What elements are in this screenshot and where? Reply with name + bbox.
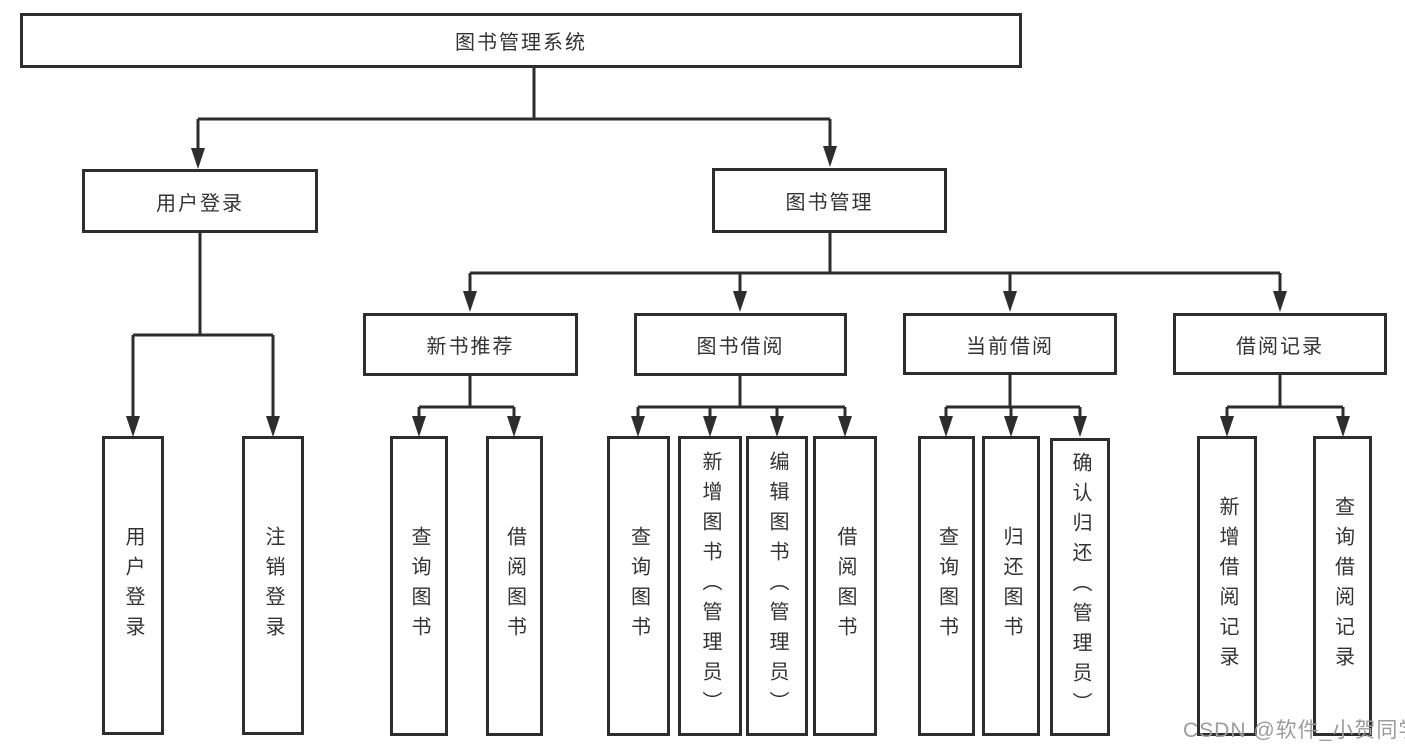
leaf-borrowing-add-books-admin: 新增图书（管理员） xyxy=(678,436,742,736)
leaf-records-add-record: 新增借阅记录 xyxy=(1197,436,1257,736)
leaf-logout: 注销登录 xyxy=(242,436,304,735)
leaf-newbooks-borrow-books: 借阅图书 xyxy=(486,436,543,736)
leaf-borrowing-borrow-books: 借阅图书 xyxy=(813,436,877,736)
leaf-current-confirm-return-admin: 确认归还（管理员） xyxy=(1050,438,1110,736)
node-current-borrowing: 当前借阅 xyxy=(903,313,1117,375)
node-new-book-recommendation-label: 新书推荐 xyxy=(426,336,515,358)
node-user-login-label: 用户登录 xyxy=(156,192,244,215)
leaf-user-login: 用户登录 xyxy=(102,436,164,735)
node-book-borrowing: 图书借阅 xyxy=(634,313,847,376)
leaf-current-return-books: 归还图书 xyxy=(982,436,1040,736)
leaf-borrowing-edit-books-admin: 编辑图书（管理员） xyxy=(746,436,808,736)
leaf-records-query-record: 查询借阅记录 xyxy=(1313,436,1372,736)
leaf-borrowing-query-books: 查询图书 xyxy=(607,436,670,736)
node-user-login: 用户登录 xyxy=(82,169,318,233)
arrowheads xyxy=(126,146,1350,437)
node-current-borrowing-label: 当前借阅 xyxy=(966,335,1054,358)
node-borrowing-records: 借阅记录 xyxy=(1173,313,1387,375)
node-borrowing-records-label: 借阅记录 xyxy=(1236,335,1324,358)
node-book-management-label: 图书管理 xyxy=(785,192,874,214)
node-book-borrowing-label: 图书借阅 xyxy=(696,336,785,358)
watermark: CSDN @软件_小贺同学 xyxy=(1183,719,1405,742)
node-library-system-label: 图书管理系统 xyxy=(455,32,587,54)
node-new-book-recommendation: 新书推荐 xyxy=(363,313,578,376)
node-library-system: 图书管理系统 xyxy=(20,13,1022,68)
node-book-management: 图书管理 xyxy=(712,168,947,233)
leaf-newbooks-query-books: 查询图书 xyxy=(390,436,448,736)
leaf-current-query-books: 查询图书 xyxy=(918,436,975,736)
